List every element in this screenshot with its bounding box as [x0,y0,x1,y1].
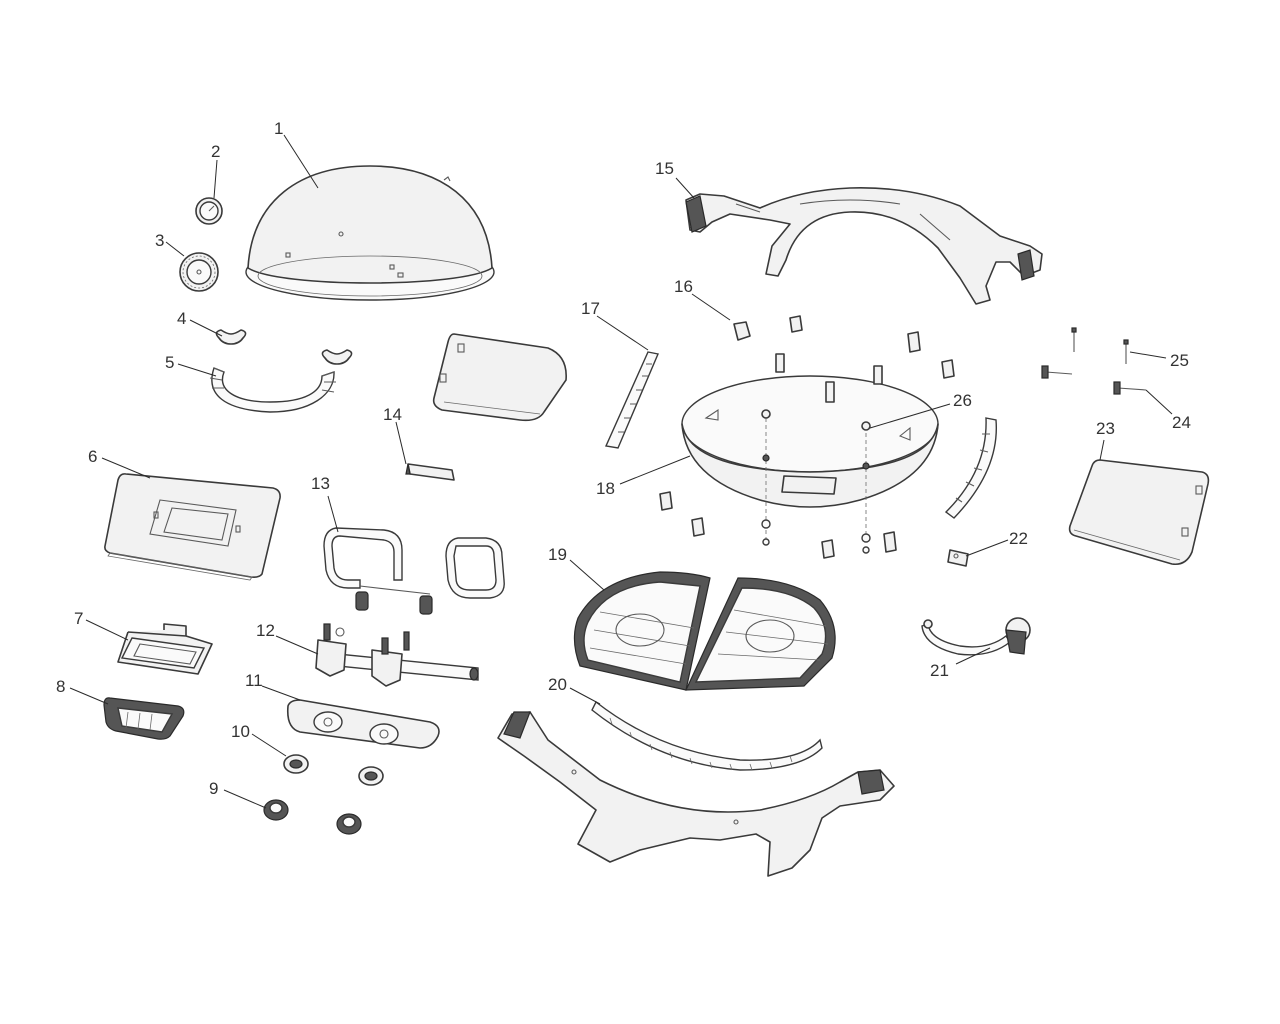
callout-26: 26 [953,391,972,410]
callout-1: 1 [274,119,283,138]
part-23-side-shelf-right [1068,459,1210,566]
part-12-gas-valve-manifold [315,623,479,687]
part-18-firebox [681,353,939,554]
part-25-pin [1071,327,1129,364]
callout-13: 13 [311,474,330,493]
callout-18: 18 [596,479,615,498]
callout-4: 4 [177,309,186,328]
part-5-lid-handle [209,367,336,413]
callout-7: 7 [74,609,83,628]
part-4-wing-nut [215,329,353,365]
part-6-cart-plate [104,473,281,581]
callout-20: 20 [548,675,567,694]
side-shelf-left [432,333,567,422]
part-11-control-panel [286,699,440,749]
side-heat-shield-right [944,417,998,519]
callout-25: 25 [1170,351,1189,370]
callout-14: 14 [383,405,402,424]
callout-23: 23 [1096,419,1115,438]
part-13-burner [323,527,505,615]
part-7-grease-tray-frame [117,623,213,675]
part-20-front-leg-frame [497,700,895,877]
callout-15: 15 [655,159,674,178]
callout-10: 10 [231,722,250,741]
callout-22: 22 [1009,529,1028,548]
callout-17: 17 [581,299,600,318]
callout-5: 5 [165,353,174,372]
part-22-hose-clamp [947,549,969,567]
part-21-regulator-hose [921,617,1031,656]
callout-9: 9 [209,779,218,798]
part-17-side-heat-shield-left [604,351,659,449]
callout-12: 12 [256,621,275,640]
part-19-cooking-grate [573,571,836,691]
part-15-rear-leg-frame [685,187,1043,305]
part-24-bolt [1041,365,1147,395]
callout-2: 2 [211,142,220,161]
callout-labels: 1 2 3 4 5 6 7 8 9 10 11 12 13 14 15 16 1… [56,119,1191,798]
callout-16: 16 [674,277,693,296]
part-2-thermometer [195,197,223,225]
part-14-ignitor-bracket [405,463,455,481]
callout-21: 21 [930,661,949,680]
leader-lines [69,134,1173,809]
callout-24: 24 [1172,413,1191,432]
part-16-clip [659,315,955,559]
part-9-control-knob [263,799,362,835]
part-10-knob-bezel [283,754,384,786]
part-3-thermometer-bezel [179,252,219,292]
callout-3: 3 [155,231,164,250]
callout-19: 19 [548,545,567,564]
part-1-lid [245,165,495,301]
callout-8: 8 [56,677,65,696]
callout-6: 6 [88,447,97,466]
callout-11: 11 [245,671,263,690]
part-8-grease-tray [103,697,185,740]
